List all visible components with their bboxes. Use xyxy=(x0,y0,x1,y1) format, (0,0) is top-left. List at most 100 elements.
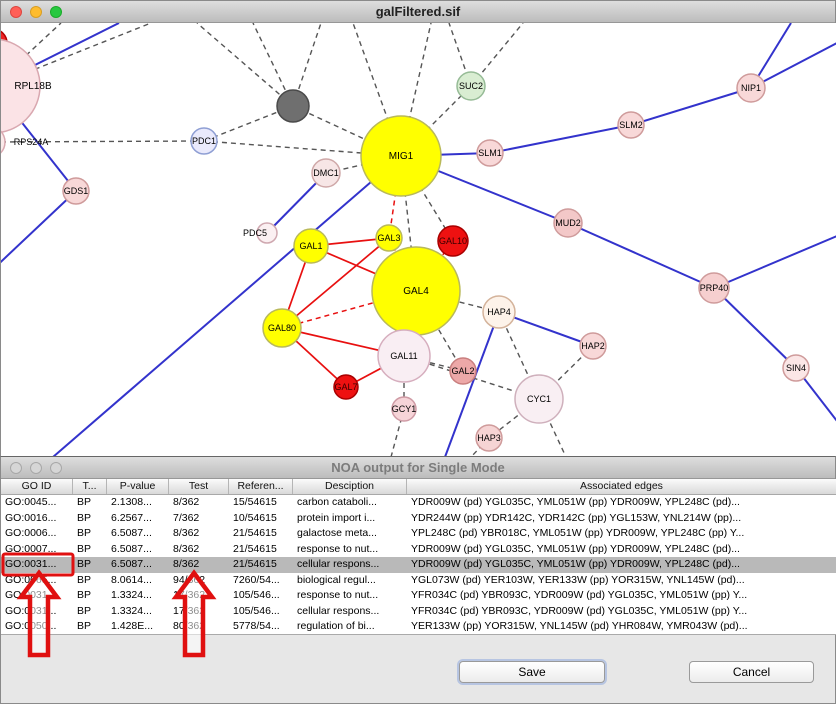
column-header-associated-edges[interactable]: Associated edges xyxy=(407,479,836,494)
node-SLM2[interactable] xyxy=(617,111,645,139)
cell: 1.3324... xyxy=(111,604,152,617)
node-GDS1[interactable] xyxy=(62,177,90,205)
cell: protein import i... xyxy=(297,511,376,524)
node-label: GAL4 xyxy=(403,286,429,297)
close-button[interactable] xyxy=(10,6,22,18)
cell: GO:0031... xyxy=(5,604,57,617)
cell: BP xyxy=(77,573,92,586)
cell: carbon cataboli... xyxy=(297,496,377,508)
node-PDC1[interactable] xyxy=(190,127,218,155)
cell: BP xyxy=(77,527,92,539)
node-label: RPS24A xyxy=(14,137,49,147)
node-GAL11[interactable] xyxy=(377,329,431,383)
node-label: HAP2 xyxy=(581,341,605,351)
cell: 5778/54... xyxy=(233,620,280,632)
cell: 6.5087... xyxy=(111,527,152,539)
node-DMC1[interactable] xyxy=(311,158,341,188)
node-MIG1[interactable] xyxy=(360,115,442,197)
column-header-p-value[interactable]: P-value xyxy=(107,479,169,494)
cancel-button[interactable]: Cancel xyxy=(689,661,814,683)
zoom-button[interactable] xyxy=(50,6,62,18)
cell: 105/546... xyxy=(233,604,280,617)
graph-edge-blue xyxy=(713,287,797,369)
node-PDC5[interactable] xyxy=(256,222,278,244)
cell: 1.428E... xyxy=(111,620,154,632)
node-CYC1[interactable] xyxy=(514,374,564,424)
graph-edge-dashed xyxy=(352,23,402,157)
node-DARK1[interactable] xyxy=(276,89,310,123)
graph-edge-dashed xyxy=(400,85,472,157)
cell: BP xyxy=(77,558,92,570)
node-GAL2[interactable] xyxy=(449,357,477,385)
graph-edge-blue xyxy=(713,235,836,289)
cell: YFR034C (pd) YBR093C, YDR009W (pd) YGL03… xyxy=(411,604,748,617)
cell: response to nut... xyxy=(297,589,379,601)
node-GCY1[interactable] xyxy=(391,396,417,422)
cell: response to nut... xyxy=(297,542,379,555)
graph-edge-dashed xyxy=(292,23,322,107)
node-GAL3[interactable] xyxy=(375,224,403,252)
cell: 2.1308... xyxy=(111,496,152,508)
node-MUD2[interactable] xyxy=(553,208,583,238)
node-label: GAL80 xyxy=(268,323,296,333)
minimize-button[interactable] xyxy=(30,6,42,18)
node-RPL18B[interactable] xyxy=(1,38,41,134)
node-GAL10[interactable] xyxy=(437,225,469,257)
node-label: SLM2 xyxy=(619,120,643,130)
node-label: MUD2 xyxy=(555,218,581,228)
node-PRP40[interactable] xyxy=(698,272,730,304)
column-header-desciption[interactable]: Desciption xyxy=(293,479,407,494)
column-header-test[interactable]: Test xyxy=(169,479,229,494)
node-GAL80[interactable] xyxy=(262,308,302,348)
node-GAL1[interactable] xyxy=(293,228,329,264)
column-header-referen-[interactable]: Referen... xyxy=(229,479,293,494)
node-RPS24A[interactable] xyxy=(1,126,6,158)
node-label: GAL7 xyxy=(334,382,357,392)
close-button[interactable] xyxy=(10,462,22,474)
node-SLM1[interactable] xyxy=(476,139,504,167)
node-HAP2[interactable] xyxy=(579,332,607,360)
node-label: PDC1 xyxy=(192,136,216,146)
cell: 80/362 xyxy=(173,620,206,632)
column-header-t-[interactable]: T... xyxy=(73,479,107,494)
node-label: GAL2 xyxy=(451,366,474,376)
graph-edge-dashed xyxy=(196,23,294,107)
minimize-button[interactable] xyxy=(30,462,42,474)
cell: galactose meta... xyxy=(297,527,377,539)
node-NIP1[interactable] xyxy=(736,73,766,103)
node-label: GCY1 xyxy=(392,404,417,414)
node-SUC2[interactable] xyxy=(456,71,486,101)
node-label: HAP3 xyxy=(477,433,501,443)
node-GAL7[interactable] xyxy=(333,374,359,400)
noa-window-titlebar[interactable]: NOA output for Single Mode xyxy=(1,457,835,479)
network-window-titlebar[interactable]: galFiltered.sif xyxy=(1,1,835,23)
node-label: GAL1 xyxy=(299,241,322,251)
cell: YFR034C (pd) YBR093C, YDR009W (pd) YGL03… xyxy=(411,589,748,601)
column-header-go-id[interactable]: GO ID xyxy=(1,479,73,494)
node-label: DMC1 xyxy=(313,168,339,178)
node-SIN4[interactable] xyxy=(782,354,810,382)
node-label: RPL18B xyxy=(14,81,52,92)
node-label: SLM1 xyxy=(478,148,502,158)
cell: 8/362 xyxy=(173,558,200,570)
cell: 17/362 xyxy=(173,589,206,601)
cell: 6.2567... xyxy=(111,511,152,524)
node-HAP4[interactable] xyxy=(482,295,516,329)
node-HAP3[interactable] xyxy=(475,424,503,452)
zoom-button[interactable] xyxy=(50,462,62,474)
save-button[interactable]: Save xyxy=(459,661,605,683)
graph-edge-blue xyxy=(1,190,77,264)
